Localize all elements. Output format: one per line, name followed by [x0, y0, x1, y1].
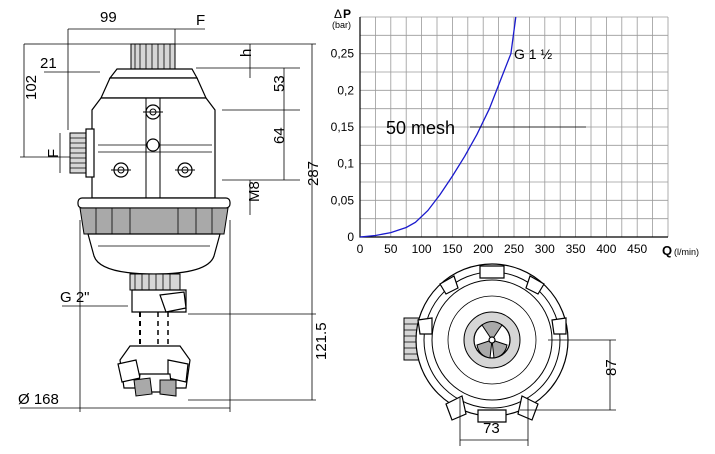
annotation-50-mesh: 50 mesh [386, 118, 455, 138]
dim-f-left: F [45, 149, 62, 158]
x-axis-label: Q [662, 243, 672, 258]
y-axis-label: P [343, 7, 351, 21]
y-tick-label: 0,2 [337, 83, 354, 97]
y-axis-label-delta: Δ [334, 7, 342, 21]
x-tick-label: 400 [596, 242, 616, 256]
y-tick-label: 0,1 [337, 157, 354, 171]
y-axis-unit: (bar) [332, 20, 351, 30]
y-tick-label: 0 [347, 230, 354, 244]
x-tick-label: 450 [627, 242, 647, 256]
x-tick-label: 150 [442, 242, 462, 256]
dim-f-top: F [196, 12, 205, 29]
x-tick-label: 200 [473, 242, 493, 256]
dim-21: 21 [40, 55, 57, 72]
dim-102: 102 [23, 75, 40, 100]
x-tick-label: 100 [412, 242, 432, 256]
dim-99: 99 [100, 9, 117, 26]
bolt-icon [143, 104, 163, 120]
chart-ticks: 0 50 100 150 200 250 300 350 400 450 0 0,05 0,1 0,15 0… [331, 47, 648, 256]
x-tick-label: 50 [384, 242, 398, 256]
dim-64: 64 [271, 127, 288, 144]
side-view-drawing [20, 28, 316, 412]
x-tick-label: 350 [566, 242, 586, 256]
bottom-view-drawing [403, 263, 616, 446]
y-tick-label: 0,15 [331, 120, 355, 134]
dim-g2: G 2" [60, 289, 90, 306]
dim-53: 53 [271, 75, 288, 92]
x-tick-label: 250 [504, 242, 524, 256]
x-axis-unit: (l/min) [674, 247, 699, 257]
x-tick-label: 0 [357, 242, 364, 256]
dim-121-5: 121.5 [313, 322, 330, 360]
annotation-g-1-half: G 1 ½ [514, 46, 552, 62]
bolt-icon [175, 162, 195, 178]
dim-87: 87 [603, 359, 620, 376]
dim-h: h [238, 49, 255, 57]
pressure-drop-chart: 0 50 100 150 200 250 300 350 400 450 0 0,05 0,1 0,15 0… [331, 7, 699, 258]
x-tick-label: 300 [535, 242, 555, 256]
y-tick-label: 0,25 [331, 47, 355, 61]
bolt-icon [111, 162, 131, 178]
dim-287: 287 [305, 161, 322, 186]
dim-m8: M8 [246, 181, 263, 202]
dim-73: 73 [483, 420, 500, 437]
series-line-50-mesh [359, 16, 517, 238]
y-tick-label: 0,05 [331, 193, 355, 207]
dim-diameter-168: Ø 168 [18, 391, 59, 408]
